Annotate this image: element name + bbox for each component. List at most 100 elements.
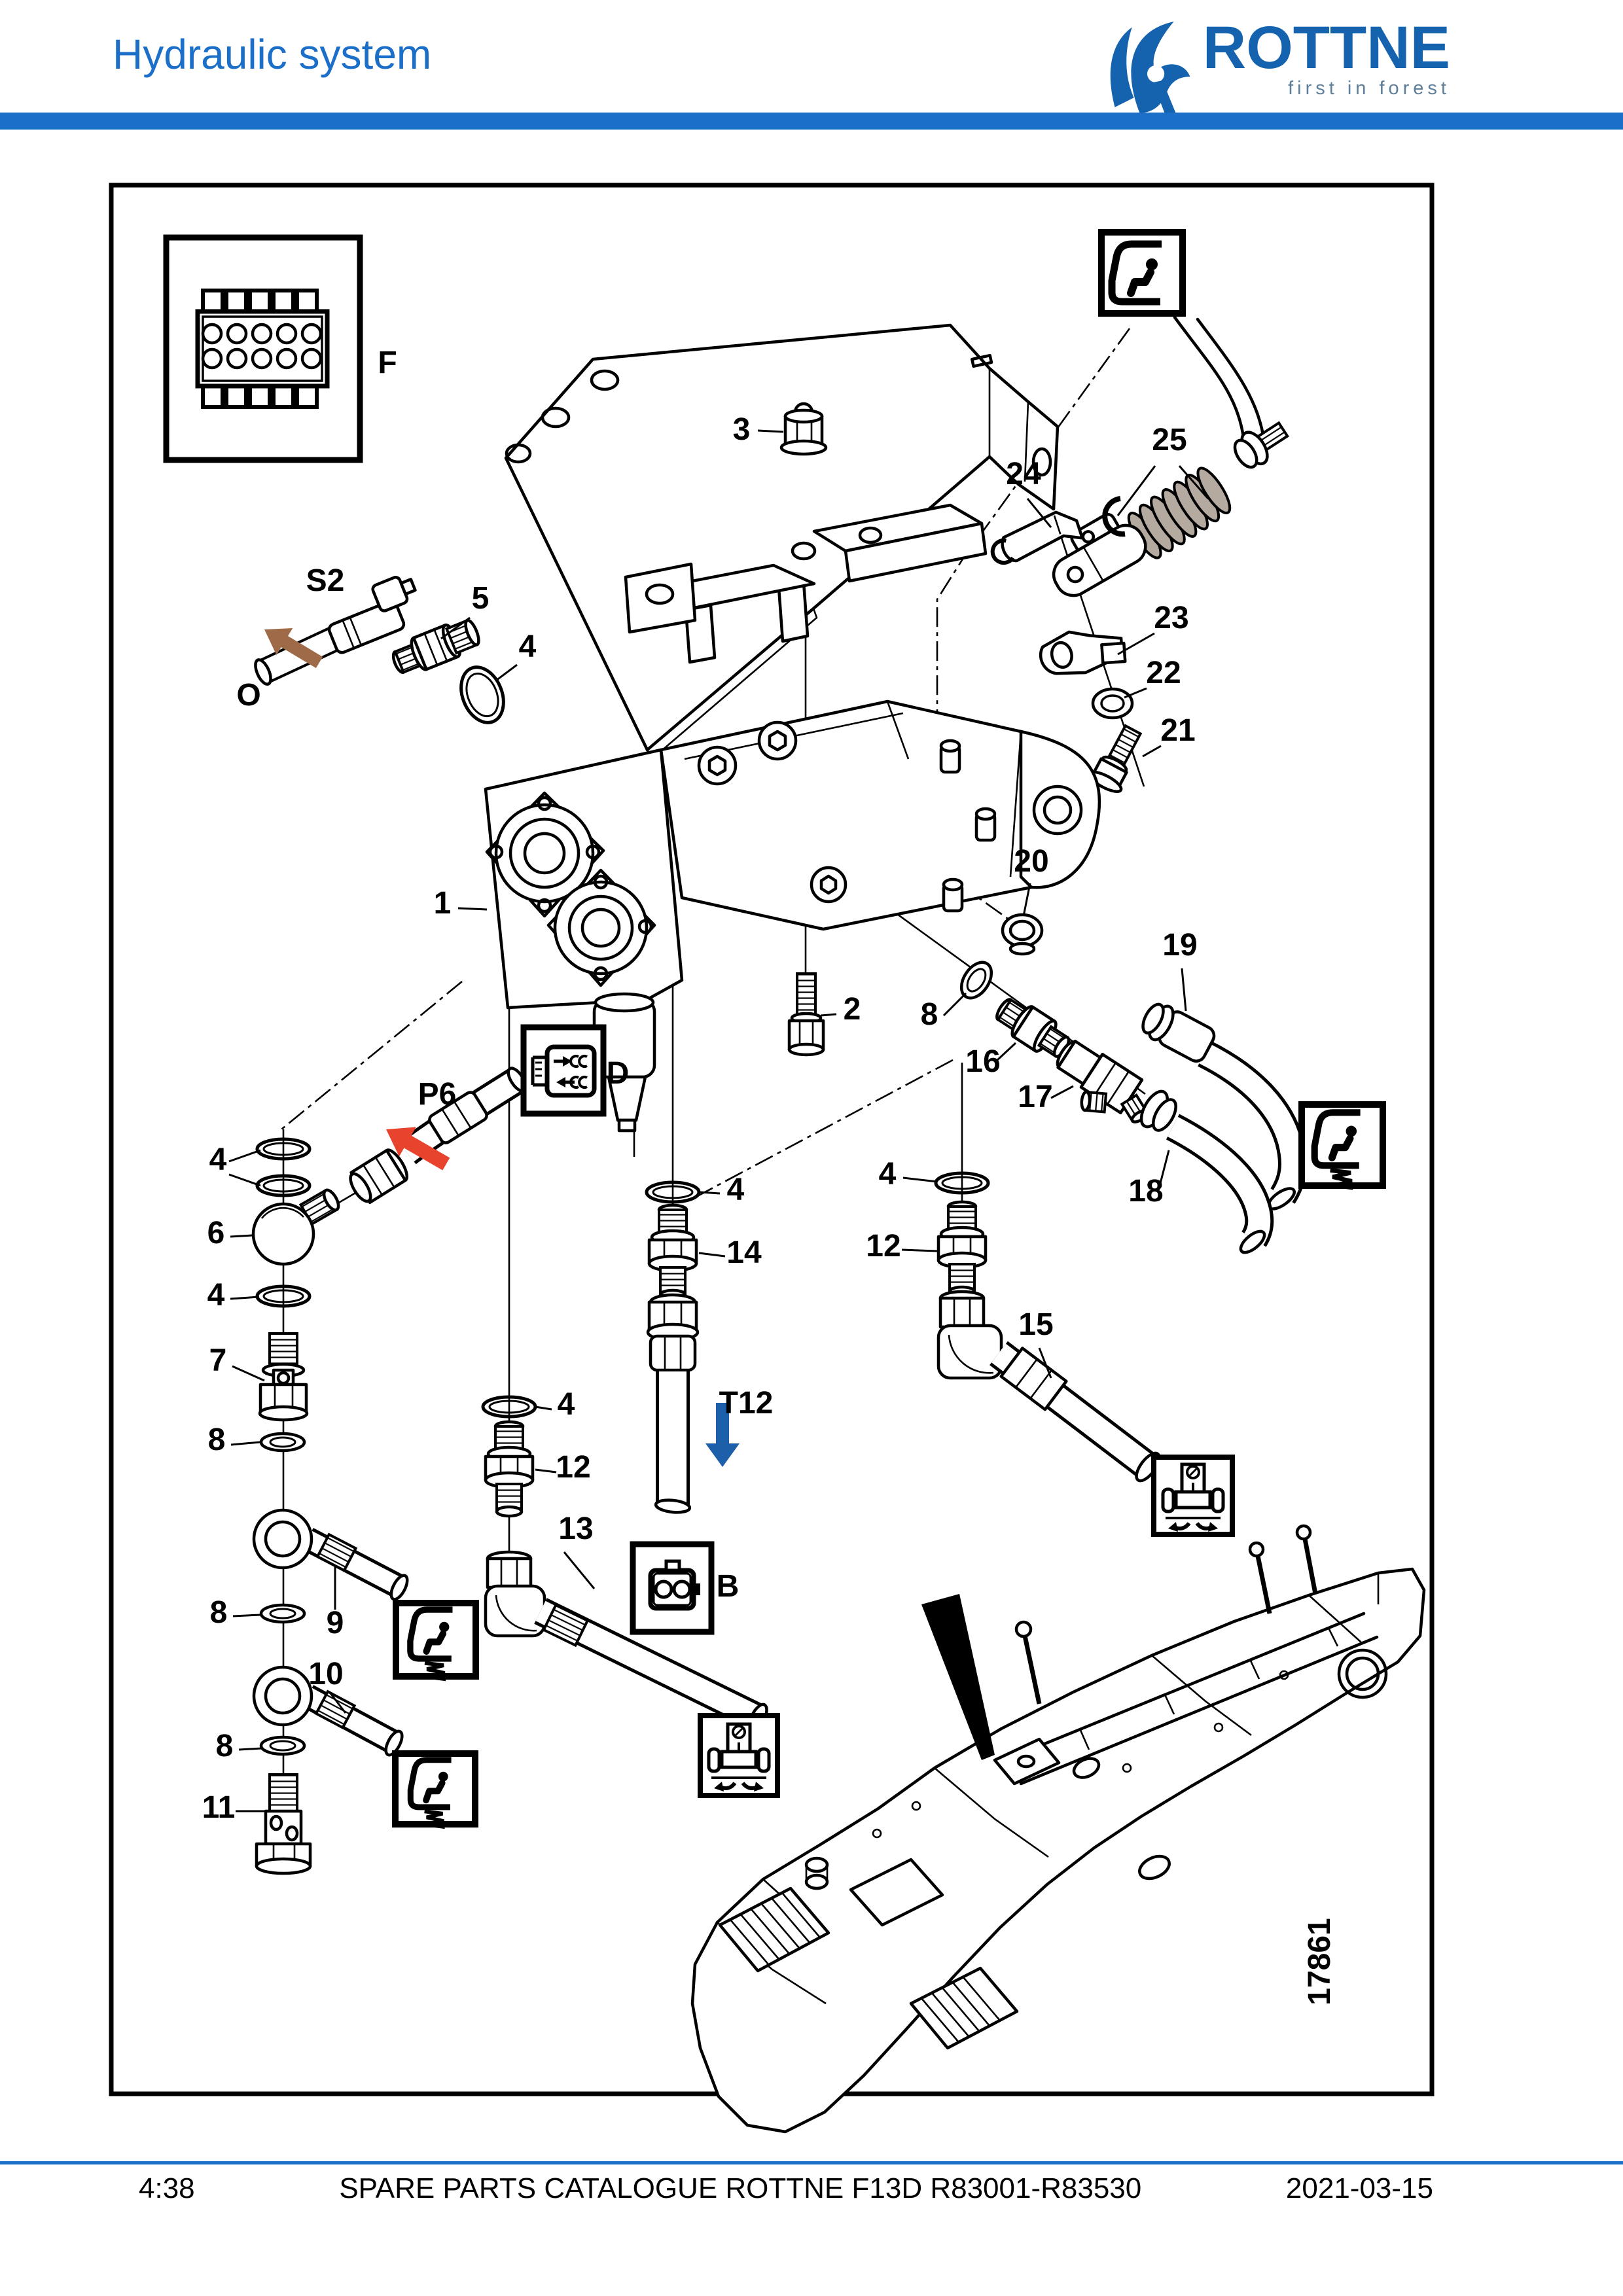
leader-line xyxy=(230,1234,253,1238)
leader-line xyxy=(901,1248,938,1252)
machine-chassis xyxy=(690,1524,1426,2134)
leader-line xyxy=(535,1405,552,1411)
port-label-O: O xyxy=(236,678,260,713)
leader-line xyxy=(238,1747,262,1751)
header-divider xyxy=(0,113,1623,130)
machine-direction-icon xyxy=(1151,1455,1235,1537)
column-t12 xyxy=(647,1182,699,1514)
leader-line xyxy=(902,1176,938,1183)
seat-suspension-icon xyxy=(392,1750,478,1827)
part-19-hose xyxy=(1141,1002,1307,1210)
part-label-1: 1 xyxy=(434,886,452,921)
part-18-hose xyxy=(1139,1089,1274,1254)
part-23-bracket xyxy=(1039,630,1127,675)
leader-line xyxy=(440,616,471,640)
connector-b-icon xyxy=(630,1541,715,1635)
part-label-11: 11 xyxy=(202,1790,236,1825)
leader-line xyxy=(1181,968,1187,1012)
leader-line xyxy=(1116,465,1156,516)
part-label-22: 22 xyxy=(1146,656,1181,690)
part-20-plug xyxy=(1001,913,1044,956)
leader-line xyxy=(1117,632,1155,656)
footer-divider xyxy=(0,2161,1623,2164)
part-4-oring xyxy=(459,665,505,724)
part-label-15: 15 xyxy=(1018,1307,1053,1342)
port-label-T12: T12 xyxy=(719,1386,774,1421)
part-7-banjo-bolt xyxy=(258,1332,309,1422)
s2-sensor-group xyxy=(254,576,417,686)
part-label-3: 3 xyxy=(733,412,751,447)
part-label-12: 12 xyxy=(556,1450,590,1485)
leader-line xyxy=(495,663,518,682)
location-arrow xyxy=(921,1594,995,1760)
part-2-bolt xyxy=(787,972,825,1057)
port-label-P6: P6 xyxy=(418,1077,457,1112)
part-label-24: 24 xyxy=(1006,457,1041,491)
part-label-4: 4 xyxy=(558,1387,575,1422)
connector-d-icon xyxy=(520,1024,607,1117)
part-25-clip xyxy=(1102,496,1126,537)
leader-line xyxy=(700,1191,721,1195)
part-16-fitting xyxy=(995,998,1071,1058)
leader-line xyxy=(757,429,784,433)
leader-line xyxy=(230,1441,261,1446)
leader-line xyxy=(1157,1150,1170,1192)
part-label-25: 25 xyxy=(1152,423,1186,457)
part-25-spring xyxy=(1127,467,1232,559)
part-label-4: 4 xyxy=(727,1173,745,1207)
drawing-number: 17861 xyxy=(1302,1918,1337,2005)
t12-direction-arrow xyxy=(705,1403,740,1467)
part-1-valve-block xyxy=(484,503,1101,1133)
leader-line xyxy=(698,1252,726,1258)
leader-line xyxy=(942,992,967,1017)
port-label-D: D xyxy=(607,1056,630,1091)
part-label-5: 5 xyxy=(472,581,490,616)
mounting-plate xyxy=(504,323,1060,761)
part-15-elbow-hose xyxy=(936,1290,1161,1483)
part-25-cable-assembly xyxy=(1052,315,1289,597)
leader-line xyxy=(329,1693,347,1714)
part-label-6: 6 xyxy=(207,1216,225,1250)
part-label-19: 19 xyxy=(1162,928,1197,963)
part-8-washer xyxy=(959,961,993,1000)
leader-line xyxy=(1050,1085,1074,1099)
leader-line xyxy=(1026,498,1052,528)
page-title: Hydraulic system xyxy=(113,31,432,78)
part-24-clip xyxy=(990,510,1084,565)
part-label-17: 17 xyxy=(1018,1080,1052,1114)
part-label-10: 10 xyxy=(308,1657,343,1691)
logo-tagline: first in forest xyxy=(1288,78,1450,99)
part-label-2: 2 xyxy=(844,992,861,1027)
part-6-ball-fitting xyxy=(251,1188,340,1266)
part-label-8: 8 xyxy=(208,1422,226,1457)
part-10-banjo-union xyxy=(252,1665,404,1757)
part-label-4: 4 xyxy=(207,1278,225,1313)
left-column-parts xyxy=(251,1139,409,1875)
seat-suspension-icon xyxy=(1298,1101,1386,1188)
part-label-8: 8 xyxy=(921,997,938,1032)
footer-center-text: SPARE PARTS CATALOGUE ROTTNE F13D R83001… xyxy=(339,2172,1142,2204)
part-label-21: 21 xyxy=(1160,713,1195,748)
leader-line xyxy=(457,907,488,911)
footer: 4:38 SPARE PARTS CATALOGUE ROTTNE F13D R… xyxy=(0,2172,1623,2205)
seat-icon xyxy=(1098,229,1186,317)
footer-page-ref: 4:38 xyxy=(139,2172,195,2204)
leader-line xyxy=(563,1551,596,1589)
leader-line xyxy=(1178,465,1209,499)
leader-line xyxy=(1142,745,1162,758)
leader-line xyxy=(820,1013,837,1017)
part-17-tee xyxy=(1056,1039,1149,1123)
seat-suspension-icon xyxy=(393,1600,479,1679)
leader-line xyxy=(535,1468,557,1474)
port-label-B: B xyxy=(717,1569,740,1604)
part-label-16: 16 xyxy=(965,1044,1000,1079)
column-15 xyxy=(936,1173,1161,1483)
leader-line xyxy=(232,1365,265,1382)
part-label-23: 23 xyxy=(1154,601,1188,635)
machine-direction-icon xyxy=(698,1713,780,1798)
part-9-banjo-union xyxy=(252,1508,409,1601)
part-label-4: 4 xyxy=(209,1142,227,1177)
